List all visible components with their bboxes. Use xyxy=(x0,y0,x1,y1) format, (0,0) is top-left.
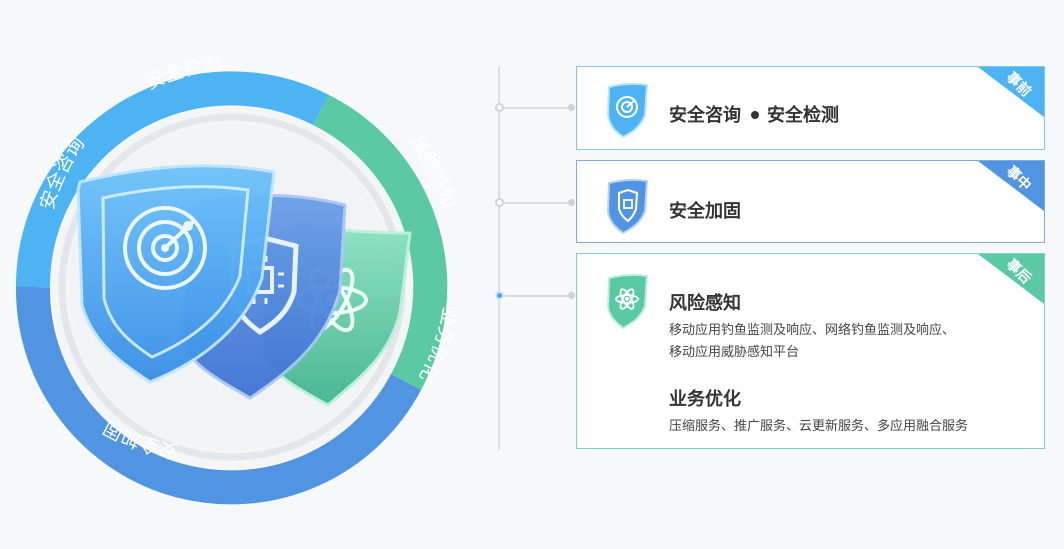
card-title: 安全加固 xyxy=(669,201,741,221)
ring-segment-risk-optimize xyxy=(313,94,448,391)
ring-segment-consult-detect xyxy=(15,71,329,288)
phase-card-before: 安全咨询安全检测 事前 xyxy=(576,66,1045,150)
timeline-node-active xyxy=(495,291,504,300)
corner-ribbon xyxy=(978,161,1044,211)
bullet-dot xyxy=(751,111,759,120)
phase-card-after: 风险感知 移动应用钓鱼监测及响应、网络钓鱼监测及响应、 移动应用威胁感知平台 业… xyxy=(576,253,1045,449)
timeline-line xyxy=(498,66,500,450)
description-line: 移动应用威胁感知平台 xyxy=(669,344,800,359)
card-title: 风险感知 xyxy=(669,293,741,313)
corner-ribbon xyxy=(978,254,1044,304)
description-line: 移动应用钓鱼监测及响应、网络钓鱼监测及响应、 xyxy=(669,322,956,337)
connector-dot xyxy=(568,292,575,299)
ring-segment-harden xyxy=(15,286,422,505)
connector-line xyxy=(500,295,572,297)
atom-shield-icon xyxy=(606,273,649,330)
connector-dot xyxy=(568,104,575,111)
connector-line xyxy=(500,202,572,204)
card-description: 移动应用钓鱼监测及响应、网络钓鱼监测及响应、 移动应用威胁感知平台 xyxy=(669,319,955,363)
radar-shield-icon xyxy=(606,82,649,139)
timeline-node xyxy=(495,103,504,112)
card-subtitle: 业务优化 xyxy=(669,389,741,409)
card-title: 安全咨询安全检测 xyxy=(669,105,839,125)
card-description: 压缩服务、推广服务、云更新服务、多应用融合服务 xyxy=(669,418,969,433)
security-ring-diagram: 安全检测 风险感知 业务优化 安全加固 安全咨询 xyxy=(15,53,461,505)
connector-dot xyxy=(568,199,575,206)
phase-card-during: 安全加固 事中 xyxy=(576,160,1045,243)
radar-shield-icon xyxy=(76,164,276,384)
timeline-node xyxy=(495,198,504,207)
corner-ribbon xyxy=(978,67,1044,117)
connector-line xyxy=(500,107,572,109)
chip-shield-icon xyxy=(606,178,649,235)
